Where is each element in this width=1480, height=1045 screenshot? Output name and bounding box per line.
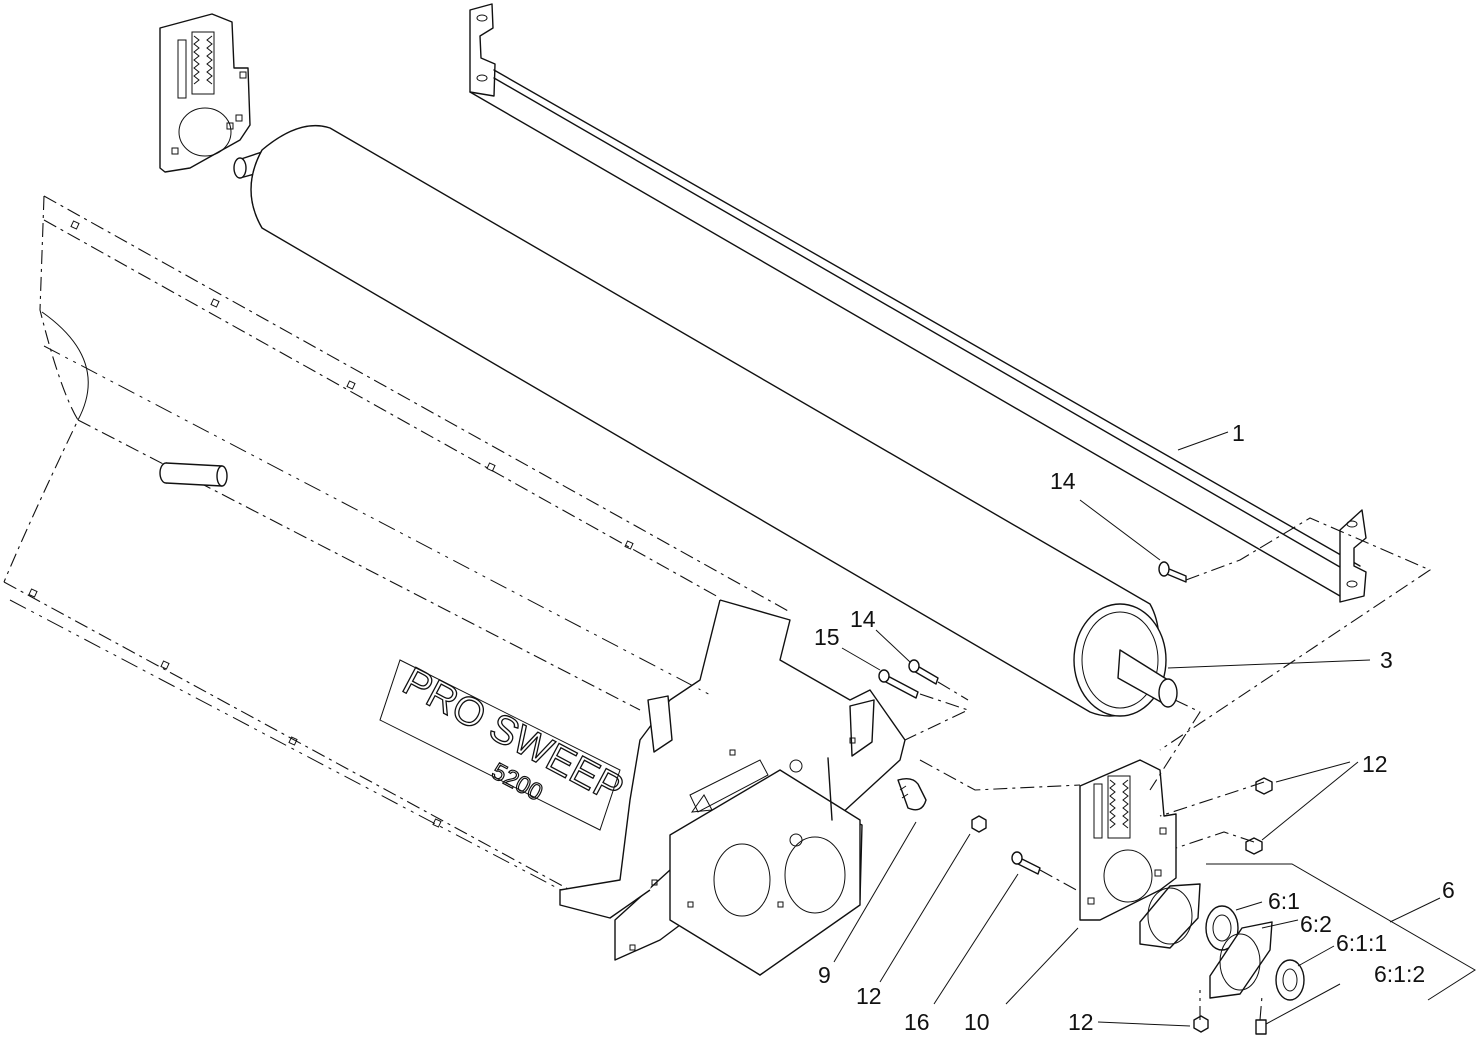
callout-12-right: 12 [1362,751,1388,777]
bolts-and-nuts [878,561,1273,1035]
leader-lines [833,431,1476,1027]
callout-10: 10 [964,1009,990,1035]
callout-14-upper: 14 [1050,468,1076,494]
left-side-plate [159,13,251,173]
upper-bar [469,3,1367,603]
shroud-phantom [3,195,791,901]
callout-14-lower: 14 [850,606,876,632]
callout-6: 6 [1442,877,1455,903]
callout-6-1-1: 6:1:1 [1336,930,1387,956]
callout-1: 1 [1232,420,1245,446]
callout-9: 9 [818,962,831,988]
bearing-assembly [1139,883,1305,1001]
callout-labels: 1 3 14 14 15 12 6 6:1 6:2 6:1:1 6:1:2 9 … [814,420,1455,1035]
assembly-phantom-lines [904,517,1432,1021]
callout-15: 15 [814,624,840,650]
callout-3: 3 [1380,647,1393,673]
callout-16: 16 [904,1009,930,1035]
callout-6-1: 6:1 [1268,888,1300,914]
callout-12-bottom: 12 [1068,1009,1094,1035]
callout-6-1-2: 6:1:2 [1374,961,1425,987]
right-side-plate [1079,759,1177,921]
roller-drum [233,124,1178,717]
callout-12-middle: 12 [856,983,882,1009]
callout-6-2: 6:2 [1300,911,1332,937]
side-housing [559,599,906,976]
